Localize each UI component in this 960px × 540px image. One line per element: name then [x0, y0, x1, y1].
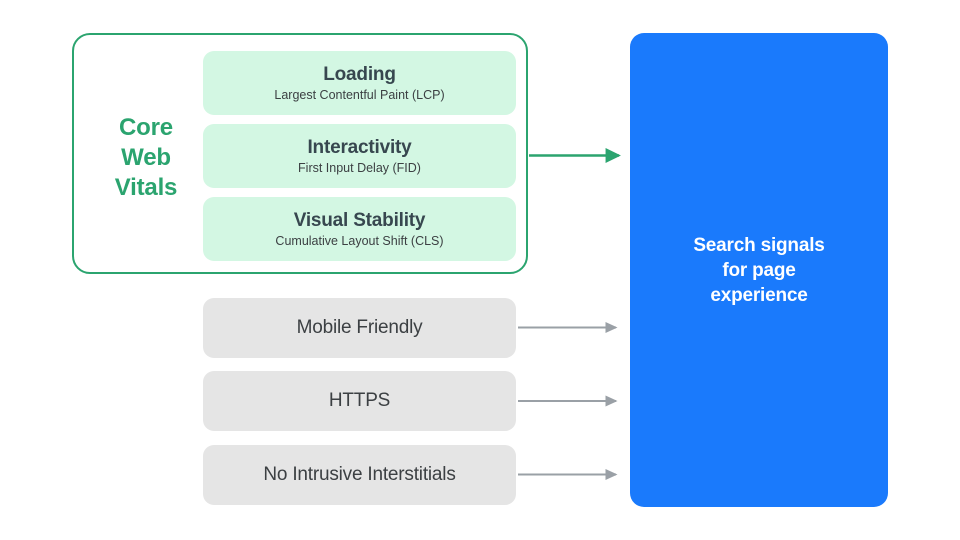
- core-web-vitals-label-line-3: Vitals: [114, 174, 178, 201]
- signal-card-no-intrusive-interstitials: No Intrusive Interstitials: [203, 445, 516, 505]
- signal-card-https: HTTPS: [203, 371, 516, 431]
- vital-card-visual-stability: Visual Stability Cumulative Layout Shift…: [203, 197, 516, 261]
- core-web-vitals-label: Core Web Vitals: [98, 113, 194, 203]
- vital-title: Visual Stability: [293, 209, 426, 231]
- signal-card-mobile-friendly: Mobile Friendly: [203, 298, 516, 358]
- vital-subtitle: Largest Contentful Paint (LCP): [274, 87, 445, 102]
- core-web-vitals-label-line-1: Core: [119, 114, 173, 141]
- signal-label: HTTPS: [328, 390, 391, 411]
- search-signals-text: Search signals for page experience: [693, 234, 825, 306]
- vital-card-loading: Loading Largest Contentful Paint (LCP): [203, 51, 516, 115]
- search-signals-box: Search signals for page experience: [630, 33, 888, 507]
- vital-title: Interactivity: [307, 136, 412, 158]
- signal-label: No Intrusive Interstitials: [263, 464, 456, 485]
- vital-card-interactivity: Interactivity First Input Delay (FID): [203, 124, 516, 188]
- core-web-vitals-label-line-2: Web: [121, 144, 171, 171]
- vital-subtitle: Cumulative Layout Shift (CLS): [275, 233, 444, 248]
- signal-label: Mobile Friendly: [296, 317, 423, 338]
- vital-subtitle: First Input Delay (FID): [298, 160, 421, 175]
- vital-title: Loading: [323, 63, 396, 85]
